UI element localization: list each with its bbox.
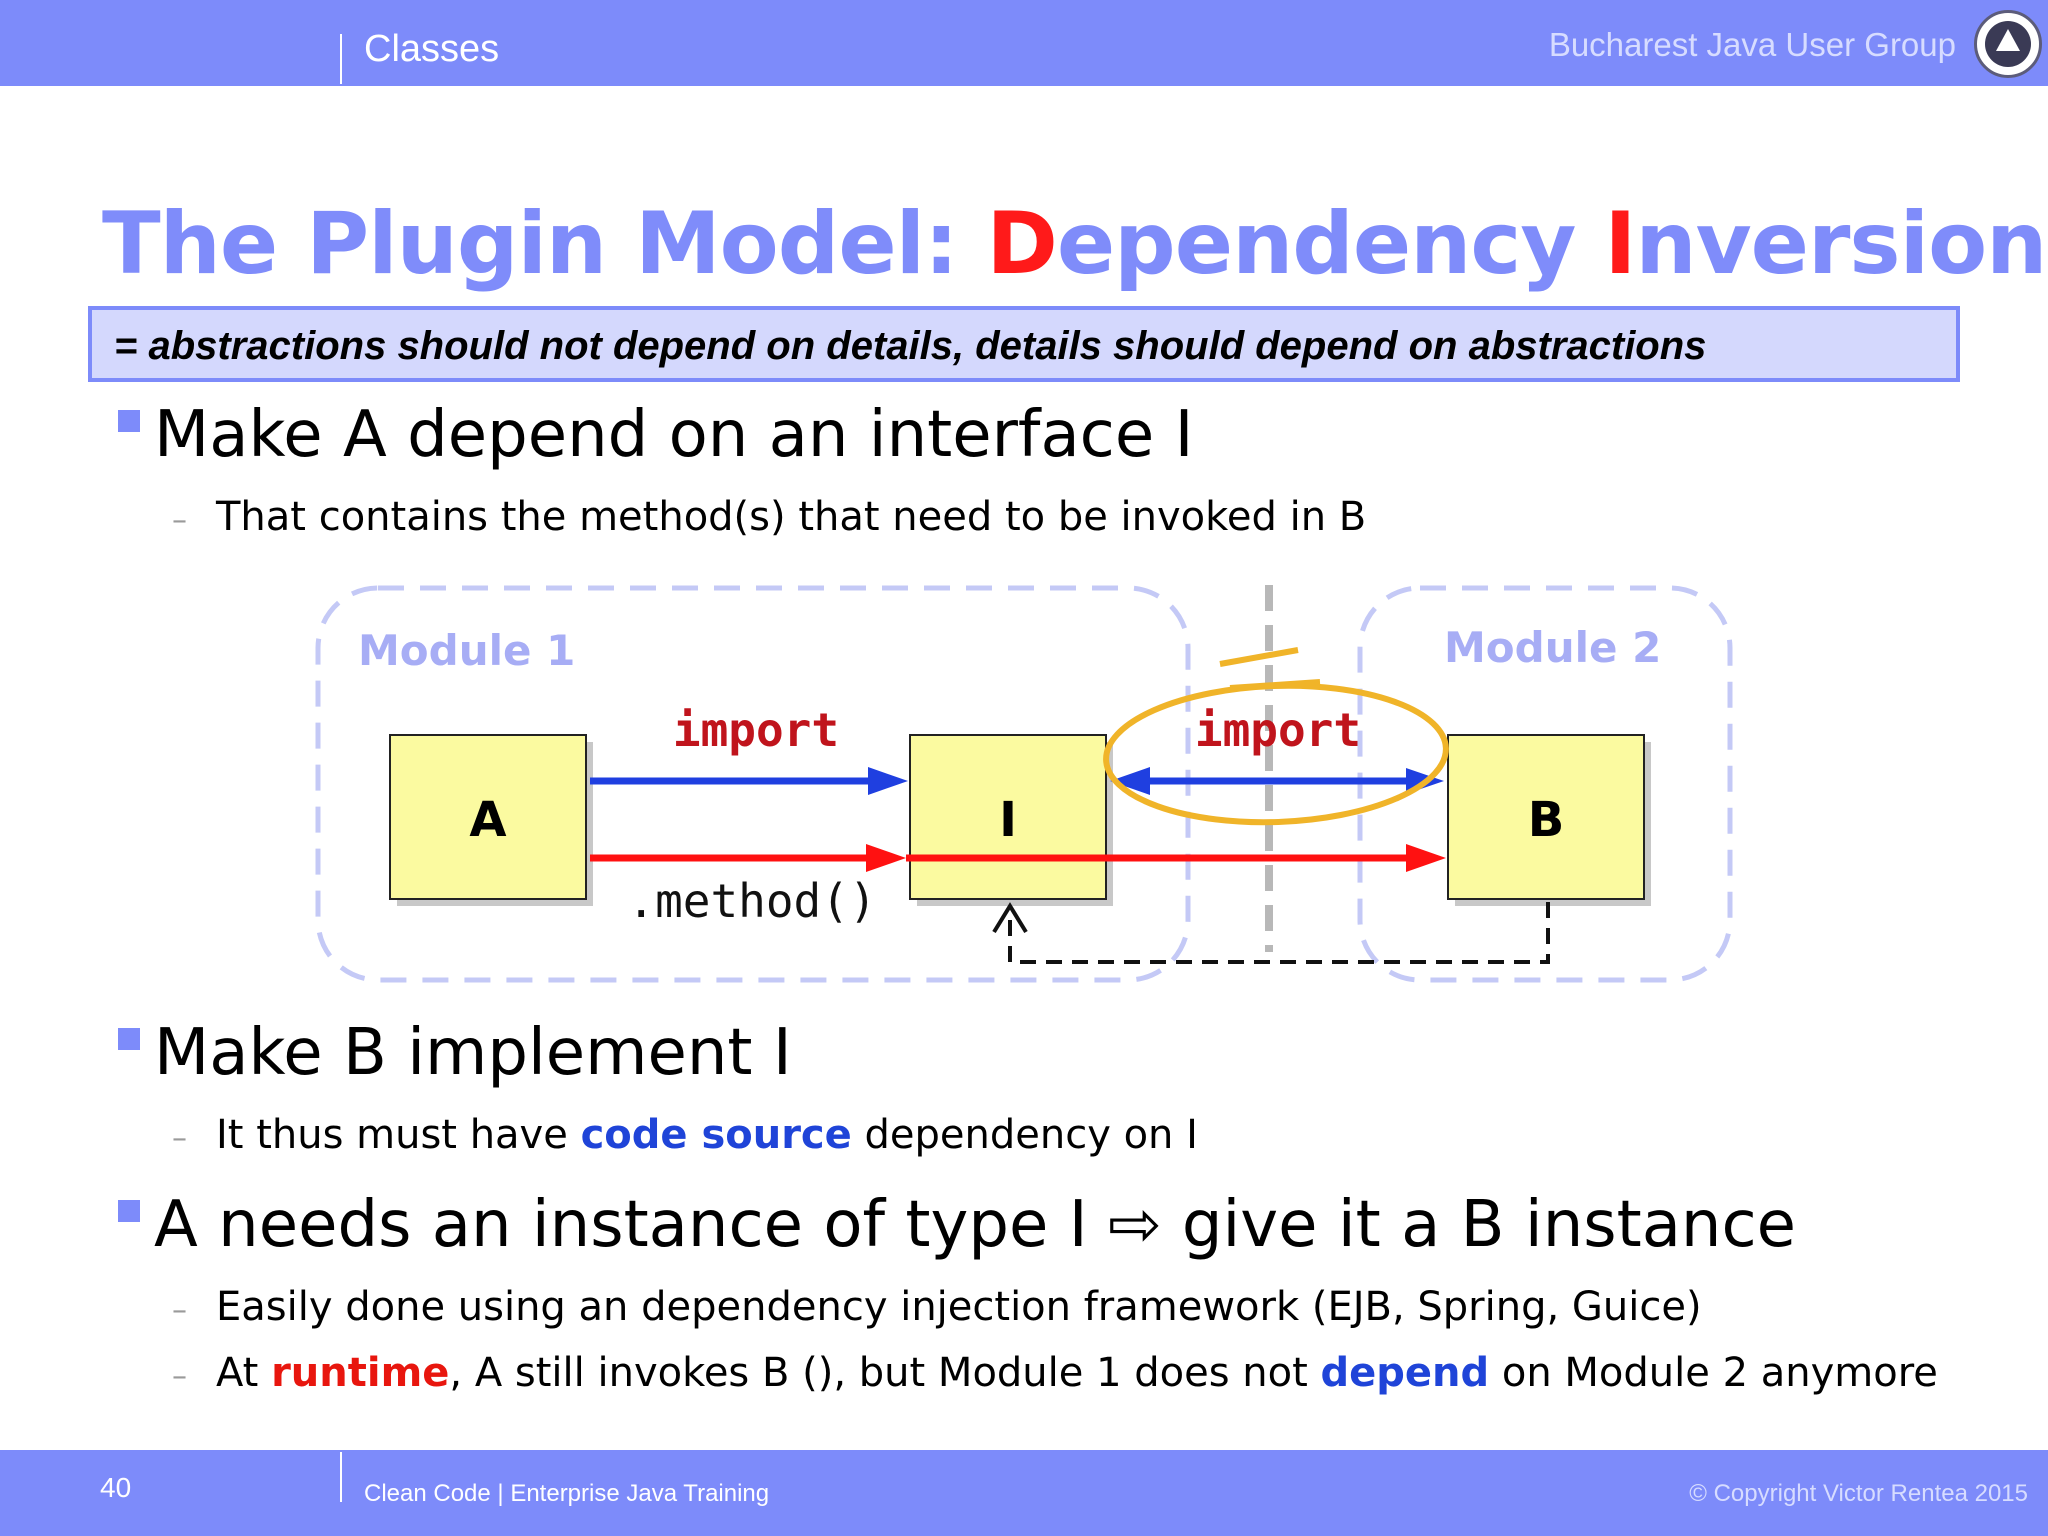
import-arrowhead-1 (868, 767, 908, 795)
footer-bar: 40 Clean Code | Enterprise Java Training… (0, 1450, 2048, 1536)
section-title: Classes (364, 28, 500, 70)
code-source-highlight: code source (580, 1112, 852, 1158)
header-separator (340, 34, 342, 84)
highlight-circle-tail-1 (1229, 679, 1321, 691)
dash-icon: – (172, 1293, 187, 1328)
dash-icon: – (172, 1359, 187, 1394)
bjug-logo-icon (1974, 10, 2042, 78)
bullet-3-pre: A needs an instance of type I (154, 1188, 1108, 1262)
import-label-2: import (1195, 703, 1361, 757)
title-part2: ependency (1056, 194, 1605, 294)
bullet-3: A needs an instance of type I ⇨ give it … (118, 1188, 1796, 1262)
bullet-2-sub: –It thus must have code source dependenc… (172, 1112, 1198, 1158)
bullet-square-icon (118, 1028, 140, 1050)
bullet-square-icon (118, 1200, 140, 1222)
bullet-3-sub-2-b: , A still invokes B (), but Module 1 doe… (449, 1350, 1321, 1396)
runtime-highlight: runtime (271, 1350, 450, 1396)
course-name: Clean Code | Enterprise Java Training (364, 1480, 770, 1507)
implements-dashed-line (1008, 902, 1550, 964)
box-a (389, 734, 587, 900)
box-b-label: B (1528, 792, 1565, 848)
group-name: Bucharest Java User Group (1548, 26, 1956, 63)
title-letter-d: D (986, 194, 1057, 294)
depend-highlight: depend (1320, 1350, 1490, 1396)
bullet-1-sub-text: That contains the method(s) that need to… (216, 494, 1367, 540)
definition-text: = abstractions should not depend on deta… (114, 324, 1707, 368)
bullet-3-sub-1: –Easily done using an dependency injecti… (172, 1284, 1702, 1330)
definition-box: = abstractions should not depend on deta… (88, 306, 1960, 382)
dash-icon: – (172, 503, 187, 538)
bullet-3-post: give it a B instance (1161, 1188, 1797, 1262)
footer-separator (340, 1452, 342, 1502)
dash-icon: – (172, 1121, 187, 1156)
module-2-label: Module 2 (1444, 623, 1661, 672)
bullet-3-sub-2: –At runtime, A still invokes B (), but M… (172, 1350, 1938, 1396)
import-label-1: import (673, 703, 839, 757)
call-arrowhead-1 (866, 844, 906, 872)
bullet-2-text: Make B implement I (154, 1016, 792, 1090)
title-part3: nversion (1635, 194, 2047, 294)
header-bar: Classes Bucharest Java User Group (0, 0, 2048, 86)
bullet-1-sub: –That contains the method(s) that need t… (172, 494, 1366, 540)
copyright: © Copyright Victor Rentea 2015 (1689, 1480, 2028, 1507)
title-part1: The Plugin Model: (102, 194, 987, 294)
method-call-label: .method() (627, 874, 876, 928)
bullet-3-sub-2-c: on Module 2 anymore (1489, 1350, 1938, 1396)
bullet-3-sub-2-a: At (216, 1350, 272, 1396)
box-a-label: A (469, 792, 506, 848)
call-arrowhead-2 (1406, 844, 1446, 872)
highlight-circle-tail-2 (1219, 647, 1299, 667)
page-number: 40 (100, 1472, 132, 1503)
slide-title: The Plugin Model: Dependency Inversion (102, 194, 2047, 294)
bullet-2-sub-pre: It thus must have (216, 1112, 581, 1158)
title-letter-i: I (1604, 194, 1636, 294)
module-1-label: Module 1 (358, 626, 575, 675)
implements-arrowhead (992, 902, 1028, 934)
bullet-1: Make A depend on an interface I (118, 398, 1193, 472)
box-b (1447, 734, 1645, 900)
box-i-label: I (999, 792, 1017, 848)
logo-peak (1996, 29, 2020, 51)
bullet-1-text: Make A depend on an interface I (154, 398, 1194, 472)
import-arrowhead-2 (1110, 767, 1150, 795)
right-arrow-icon: ⇨ (1107, 1188, 1162, 1262)
bullet-3-sub-1-text: Easily done using an dependency injectio… (216, 1284, 1702, 1330)
bullet-2-sub-post: dependency on I (851, 1112, 1198, 1158)
bullet-2: Make B implement I (118, 1016, 792, 1090)
box-i (909, 734, 1107, 900)
bullet-square-icon (118, 410, 140, 432)
